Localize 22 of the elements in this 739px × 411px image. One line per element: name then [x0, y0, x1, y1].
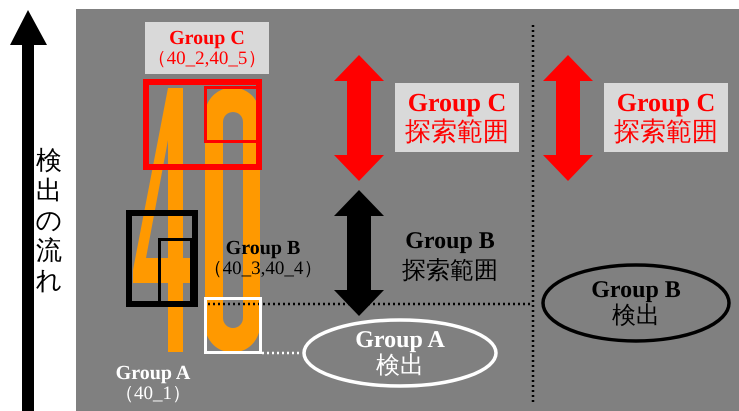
caption-text: （40_2,40_5）	[148, 48, 266, 70]
caption-text: 検出	[612, 303, 660, 330]
group-name: Group B	[591, 276, 681, 303]
group-name: Group C	[169, 26, 245, 49]
group-name: Group C	[616, 88, 716, 118]
detection-ellipse	[541, 263, 731, 343]
group-name: Group C	[408, 88, 506, 118]
leader-line	[262, 352, 302, 354]
range-label-box	[604, 83, 728, 152]
caption-text: 探索範囲	[614, 118, 718, 146]
group-name: Group B	[404, 228, 496, 254]
caption-text: （40_1）	[115, 384, 191, 404]
detection-ellipse	[302, 318, 498, 388]
range-label-box	[395, 83, 519, 152]
detection-frame	[126, 210, 198, 307]
range-text: 探索範囲	[401, 258, 499, 284]
caption-text: 探索範囲	[405, 118, 509, 146]
caption-text: 検出	[376, 353, 424, 380]
detection-frame	[143, 79, 262, 170]
group-name: Group A	[116, 362, 190, 384]
group-name: Group A	[355, 326, 445, 353]
detection-frame	[204, 297, 262, 354]
